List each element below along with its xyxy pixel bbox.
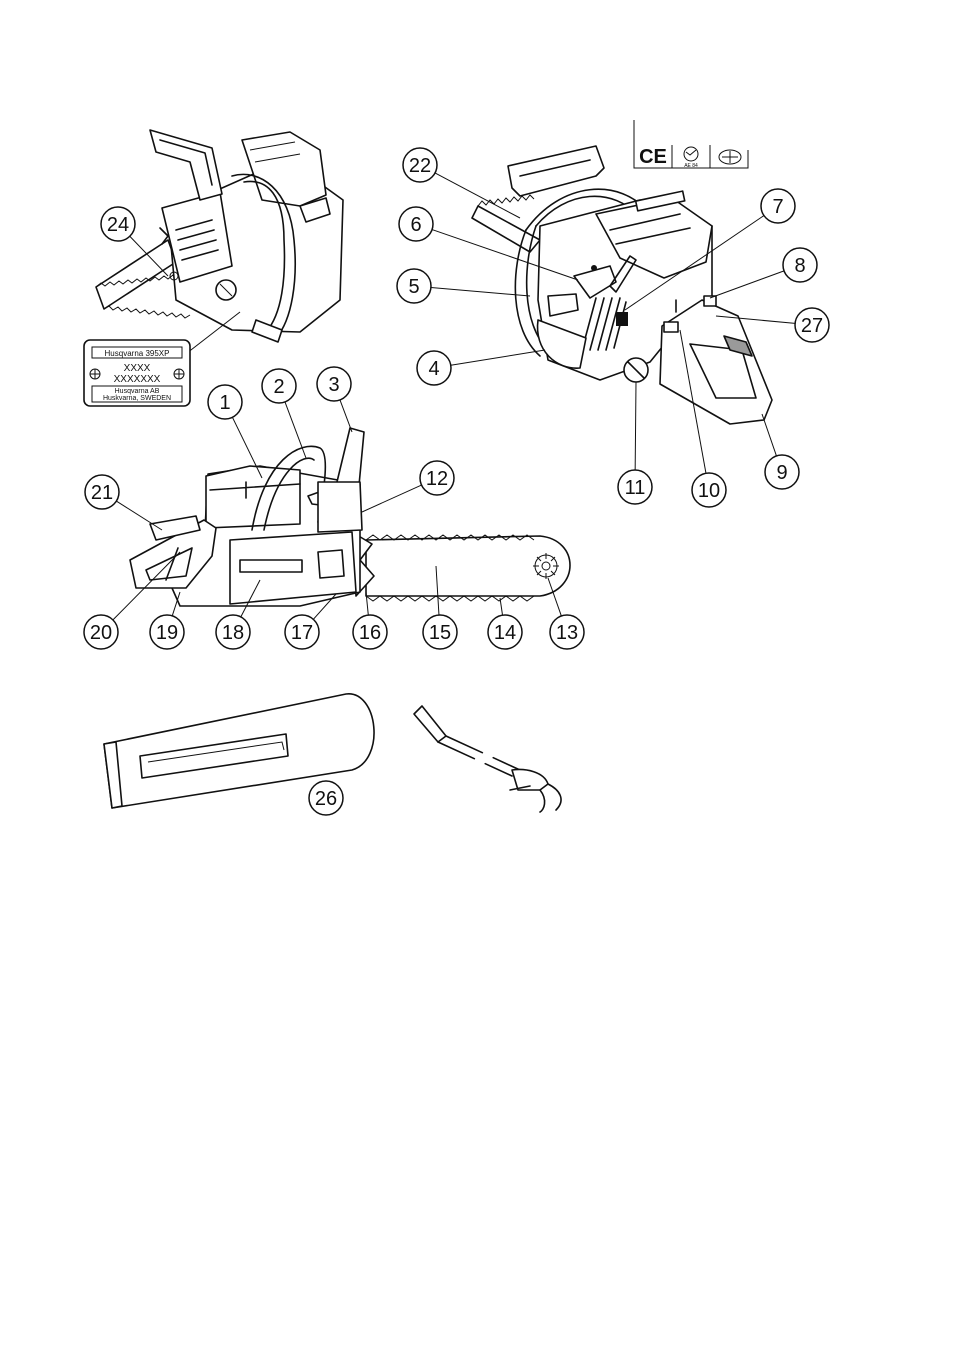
callout-label-18: 18 xyxy=(222,622,244,644)
pct-mark-icon xyxy=(684,147,698,161)
rating-plate-code-1: XXXX xyxy=(124,363,151,374)
callout-label-3: 3 xyxy=(328,374,339,396)
leader-line-11 xyxy=(635,382,636,470)
rear-view-bar xyxy=(96,240,176,309)
leader-line-3 xyxy=(340,400,352,432)
leader-line-12 xyxy=(362,485,422,512)
leader-line-14 xyxy=(500,598,503,615)
callout-19: 19 xyxy=(150,615,184,649)
callout-label-15: 15 xyxy=(429,622,451,644)
leader-line-9 xyxy=(762,414,776,456)
callout-12: 12 xyxy=(420,461,454,495)
callout-3: 3 xyxy=(317,367,351,401)
callout-21: 21 xyxy=(85,475,119,509)
saw-rear-view xyxy=(96,130,343,342)
plate-screw-left-icon xyxy=(90,369,100,379)
callout-26: 26 xyxy=(309,781,343,815)
callout-2: 2 xyxy=(262,369,296,403)
gost-mark-icon xyxy=(719,150,741,164)
callout-13: 13 xyxy=(550,615,584,649)
callout-17: 17 xyxy=(285,615,319,649)
callout-label-8: 8 xyxy=(794,255,805,277)
callout-label-22: 22 xyxy=(409,155,431,177)
callout-label-19: 19 xyxy=(156,622,178,644)
callout-5: 5 xyxy=(397,269,431,303)
combination-spanner-icon xyxy=(414,706,561,812)
callout-10: 10 xyxy=(692,473,726,507)
callout-18: 18 xyxy=(216,615,250,649)
callout-4: 4 xyxy=(417,351,451,385)
callout-7: 7 xyxy=(761,189,795,223)
callout-11: 11 xyxy=(618,470,652,504)
leader-line-21 xyxy=(116,501,162,530)
callout-label-5: 5 xyxy=(408,276,419,298)
callout-14: 14 xyxy=(488,615,522,649)
callout-27: 27 xyxy=(795,308,829,342)
callout-label-10: 10 xyxy=(698,480,720,502)
side-view-label-slot xyxy=(240,560,302,572)
rear-view-chain-bottom xyxy=(104,306,190,318)
callout-label-12: 12 xyxy=(426,468,448,490)
callout-label-14: 14 xyxy=(494,622,516,644)
callout-label-6: 6 xyxy=(410,214,421,236)
callout-label-21: 21 xyxy=(91,482,113,504)
callout-label-2: 2 xyxy=(273,376,284,398)
rating-plate-maker-1: Husqvarna AB xyxy=(115,388,160,395)
callout-label-4: 4 xyxy=(428,358,439,380)
callout-label-7: 7 xyxy=(772,196,783,218)
rating-plate-model: Husqvarna 395XP xyxy=(105,349,170,358)
callout-15: 15 xyxy=(423,615,457,649)
callout-20: 20 xyxy=(84,615,118,649)
callout-24: 24 xyxy=(101,207,135,241)
callout-label-13: 13 xyxy=(556,622,578,644)
callout-label-20: 20 xyxy=(90,622,112,644)
ce-mark: CE xyxy=(639,146,667,168)
pct-mark-code: ΑΕ 84 xyxy=(684,163,698,169)
rating-plate-maker-2: Huskvarna, SWEDEN xyxy=(103,395,171,402)
right-view-top-handle xyxy=(508,146,604,196)
callout-label-9: 9 xyxy=(776,462,787,484)
saw-front-right-view xyxy=(472,146,772,424)
callout-label-11: 11 xyxy=(625,477,646,499)
callout-label-26: 26 xyxy=(315,788,337,810)
callout-label-17: 17 xyxy=(291,622,313,644)
right-view-rear-handle xyxy=(660,300,772,424)
callout-16: 16 xyxy=(353,615,387,649)
rating-plate-code-2: XXXXXXX xyxy=(114,374,161,385)
leader-line-8 xyxy=(710,271,784,298)
certification-marks: CE ΑΕ 84 xyxy=(634,120,748,169)
callout-6: 6 xyxy=(399,207,433,241)
callout-9: 9 xyxy=(765,455,799,489)
callout-8: 8 xyxy=(783,248,817,282)
callout-label-24: 24 xyxy=(107,214,129,236)
callout-label-16: 16 xyxy=(359,622,381,644)
callout-label-27: 27 xyxy=(801,315,823,337)
callout-22: 22 xyxy=(403,148,437,182)
side-view-muffler xyxy=(318,482,362,532)
callout-1: 1 xyxy=(208,385,242,419)
saw-side-view xyxy=(130,428,570,606)
rating-plate: Husqvarna 395XP XXXX XXXXXXX Husqvarna A… xyxy=(84,340,190,406)
leader-line-4 xyxy=(451,350,545,365)
callout-label-1: 1 xyxy=(219,392,230,414)
plate-screw-right-icon xyxy=(174,369,184,379)
